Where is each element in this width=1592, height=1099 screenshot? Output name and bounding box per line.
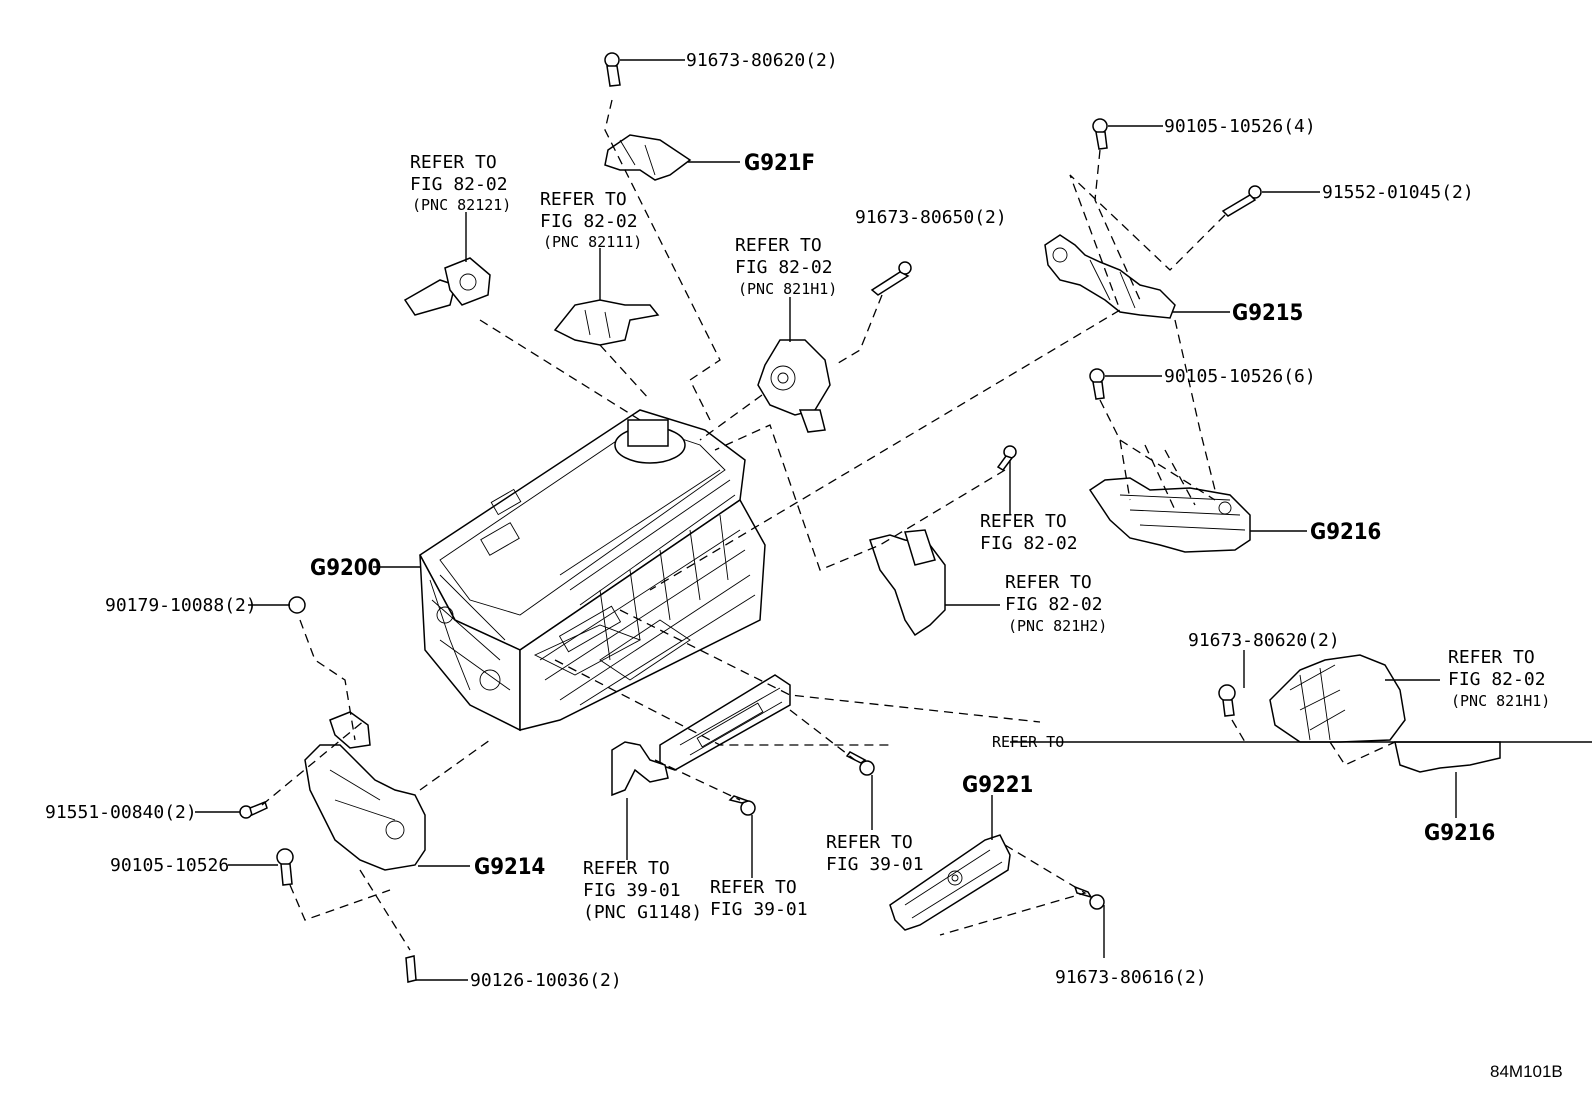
bolt-91551-00840 (239, 801, 268, 819)
ref-82111-line3: (PNC 82111) (543, 233, 642, 251)
callout-90126-10036: 90126-10036(2) (470, 970, 622, 991)
ref-3901-a-line1: REFER TO (710, 877, 797, 898)
part-g1148 (611, 741, 669, 797)
bolt-91673-80620-top (604, 52, 621, 87)
callout-91551-00840: 91551-00840(2) (45, 802, 197, 823)
ref-821h2-line1: REFER TO (1005, 572, 1092, 593)
connector-82121 (403, 257, 491, 316)
ref-82111-line1: REFER TO (540, 189, 627, 210)
bracket-lower-middle (659, 674, 791, 771)
ref-fig8202-a-line1: REFER TO (980, 511, 1067, 532)
ref-821h2-line2: FIG 82-02 (1005, 594, 1103, 615)
cut-refer-text: REFER TO (992, 733, 1064, 751)
part-g9221 (889, 834, 1011, 931)
bolt-90105-10526-6 (1089, 368, 1105, 400)
ref-821h1-right-line1: REFER TO (1448, 647, 1535, 668)
ref-g1148-line3: (PNC G1148) (583, 902, 702, 923)
callout-90105-10526-6: 90105-10526(6) (1164, 366, 1316, 387)
assembly-lines (261, 99, 1396, 951)
diagram-id: 84M101B (1490, 1062, 1563, 1081)
ref-3901-a-line2: FIG 39-01 (710, 899, 808, 920)
bolt-91673-80650 (870, 261, 912, 296)
bolt-91673-80620-right (1218, 684, 1236, 717)
connector-82111 (553, 299, 660, 346)
callout-91552-01045: 91552-01045(2) (1322, 182, 1474, 203)
callout-90179-10088: 90179-10088(2) (105, 595, 257, 616)
bolt-90105-10526-4 (1092, 118, 1108, 150)
callout-g9214: G9214 (474, 855, 545, 880)
callout-91673-80650: 91673-80650(2) (855, 207, 1007, 228)
callout-g9216-lower: G9216 (1424, 821, 1495, 846)
callout-g921f: G921F (744, 151, 815, 176)
bracket-g9216-lower (1394, 741, 1501, 773)
ref-821h2-line3: (PNC 821H2) (1008, 617, 1107, 635)
stud-90126-10036 (405, 955, 417, 983)
part-821h1 (757, 339, 831, 433)
ref-fig8202-a-line2: FIG 82-02 (980, 533, 1078, 554)
bolt-small-821h2 (996, 445, 1017, 471)
callout-90105-10526: 90105-10526 (110, 855, 229, 876)
bolt-90179-10088 (288, 596, 306, 614)
callout-g9215: G9215 (1232, 301, 1303, 326)
ref-3901-b-line2: FIG 39-01 (826, 854, 924, 875)
ref-821h1-line3: (PNC 821H1) (738, 280, 837, 298)
leader-lines (195, 59, 1457, 981)
inverter-assembly (419, 409, 766, 732)
bolt-91673-80616 (1073, 885, 1105, 910)
callout-labels: 91673-80620(2) G921F REFER TO FIG 82-02 … (45, 50, 1563, 1081)
callout-91673-80616: 91673-80616(2) (1055, 967, 1207, 988)
bolt-39-01-b (845, 751, 875, 776)
ref-821h1-right-line3: (PNC 821H1) (1451, 692, 1550, 710)
callout-g9200: G9200 (310, 556, 381, 581)
part-821h2 (869, 529, 946, 637)
ref-821h1-line2: FIG 82-02 (735, 257, 833, 278)
ref-82121-line2: FIG 82-02 (410, 174, 508, 195)
bracket-g9214 (304, 711, 426, 871)
bolt-91552-01045 (1221, 185, 1262, 217)
bracket-g921f (604, 134, 692, 181)
callout-90105-10526-4: 90105-10526(4) (1164, 116, 1316, 137)
ref-82121-line3: (PNC 82121) (412, 196, 511, 214)
ref-821h1-right-line2: FIG 82-02 (1448, 669, 1546, 690)
callout-g9221: G9221 (962, 773, 1033, 798)
ref-g1148-line1: REFER TO (583, 858, 670, 879)
bracket-g9216-upper (1088, 477, 1251, 553)
ref-82121-line1: REFER TO (410, 152, 497, 173)
part-821h1-right (1269, 654, 1406, 743)
ref-g1148-line2: FIG 39-01 (583, 880, 681, 901)
callout-g9216-upper: G9216 (1310, 520, 1381, 545)
callout-91673-80620-top: 91673-80620(2) (686, 50, 838, 71)
callout-91673-80620-right: 91673-80620(2) (1188, 630, 1340, 651)
ref-3901-b-line1: REFER TO (826, 832, 913, 853)
ref-821h1-line1: REFER TO (735, 235, 822, 256)
bolt-90105-10526 (276, 848, 294, 886)
bracket-g9215 (1044, 234, 1176, 319)
bolt-39-01-a (728, 795, 756, 816)
ref-82111-line2: FIG 82-02 (540, 211, 638, 232)
